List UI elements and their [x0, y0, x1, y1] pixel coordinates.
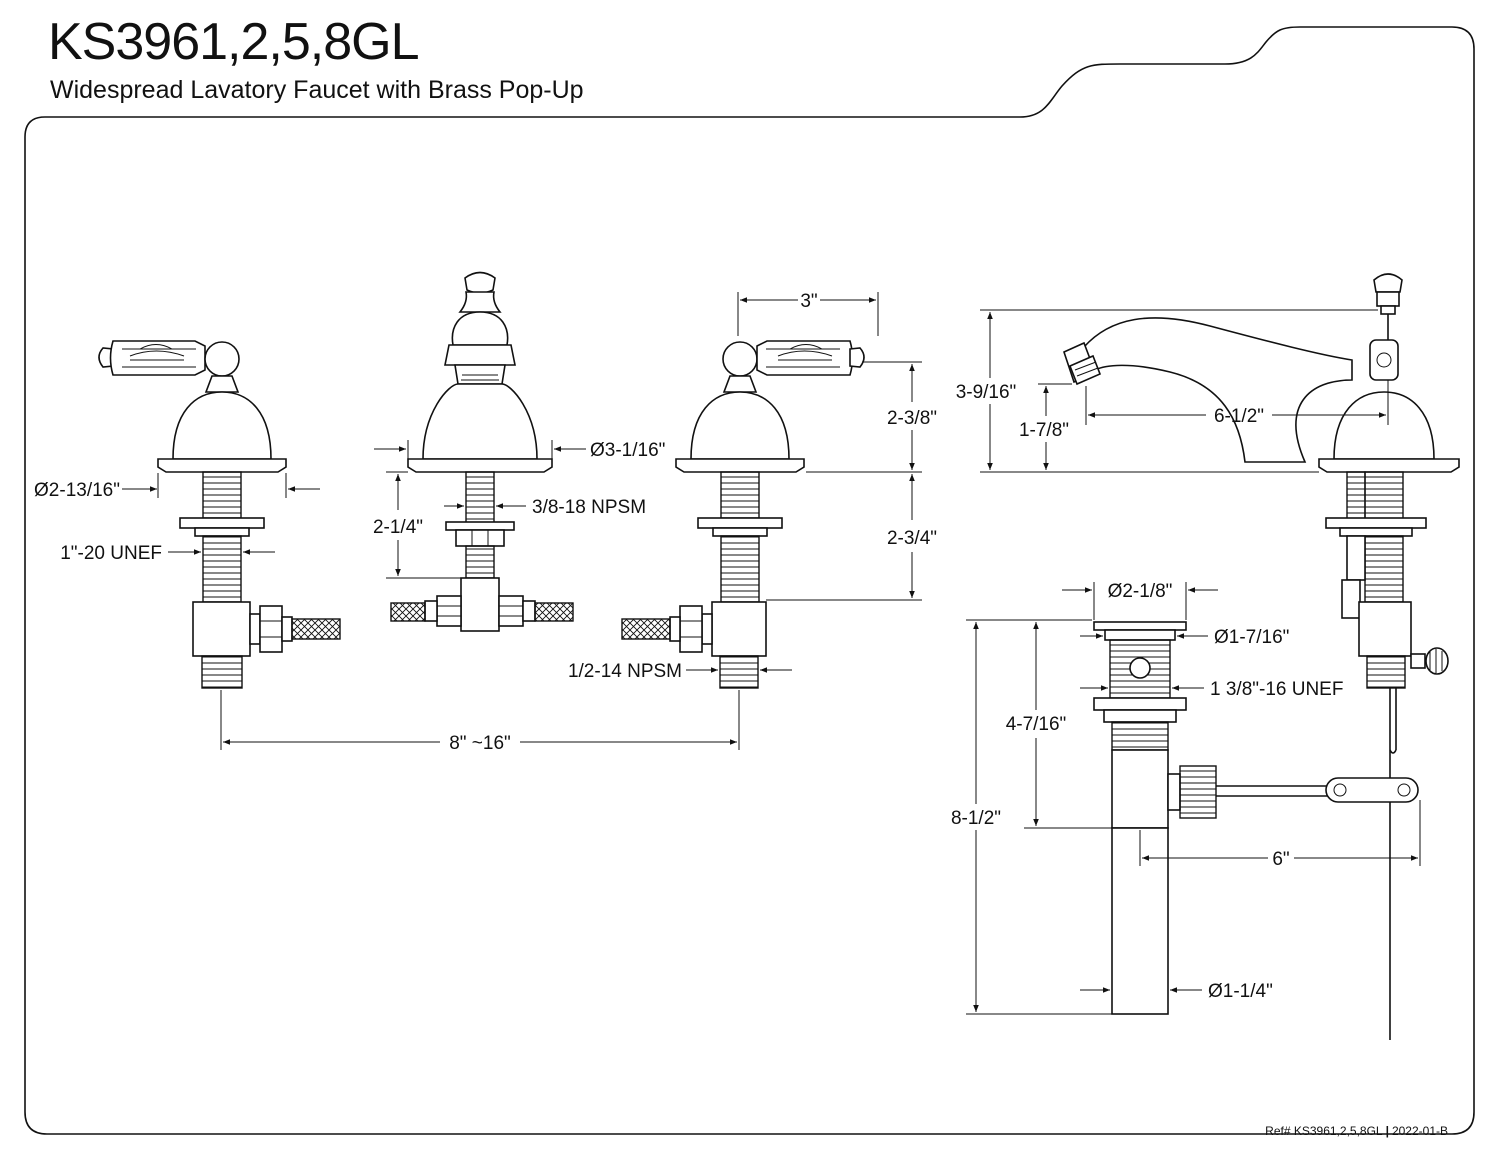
right-handle-valve — [621, 340, 865, 689]
dim-widespread-range: 8" ~16" — [449, 733, 511, 754]
dim-spout-shank-length: 2-1/4" — [373, 517, 423, 538]
dimension-lines — [122, 292, 1421, 1015]
ref-revision: 2022-01-B — [1391, 1124, 1448, 1138]
dim-flange-diameter: Ø2-13/16" — [34, 480, 120, 501]
product-description: Widespread Lavatory Faucet with Brass Po… — [50, 76, 584, 104]
drawing-frame — [24, 26, 1475, 1135]
dim-drain-thread: 1 3/8"-16 UNEF — [1210, 679, 1343, 700]
dim-drain-body-length: 4-7/16" — [1006, 714, 1067, 735]
center-spout-valve — [390, 271, 574, 632]
dim-escutcheon-diameter: Ø3-1/16" — [590, 440, 665, 461]
ref-separator: | — [1385, 1124, 1389, 1138]
dim-handle-shank-length: 2-3/4" — [887, 528, 937, 549]
dim-handle-spacing: 3" — [800, 291, 817, 312]
reference-number: Ref# KS3961,2,5,8GL|2022-01-B — [1265, 1124, 1448, 1138]
ref-label: Ref# KS3961,2,5,8GL — [1265, 1124, 1383, 1138]
dim-overall-height: 3-9/16" — [956, 382, 1017, 403]
dim-shank-thread: 1"-20 UNEF — [60, 543, 162, 564]
dim-handle-height: 2-3/8" — [887, 408, 937, 429]
pop-up-drain — [1093, 621, 1419, 1015]
dim-drain-flange-diameter: Ø2-1/8" — [1108, 581, 1173, 602]
left-handle-valve — [98, 340, 341, 689]
dim-spout-thread: 3/8-18 NPSM — [532, 497, 646, 518]
dim-tailpiece-diameter: Ø1-1/4" — [1208, 981, 1273, 1002]
dim-drain-total-length: 8-1/2" — [951, 808, 1001, 829]
dim-spout-reach: 6-1/2" — [1214, 406, 1264, 427]
dim-drain-body-diameter: Ø1-7/16" — [1214, 627, 1289, 648]
side-view-faucet — [1063, 273, 1460, 1040]
model-title: KS3961,2,5,8GL — [48, 13, 420, 71]
dim-spout-height: 1-7/8" — [1019, 420, 1069, 441]
dim-pivot-rod-reach: 6" — [1272, 849, 1289, 870]
dim-inlet-thread: 1/2-14 NPSM — [568, 661, 682, 682]
